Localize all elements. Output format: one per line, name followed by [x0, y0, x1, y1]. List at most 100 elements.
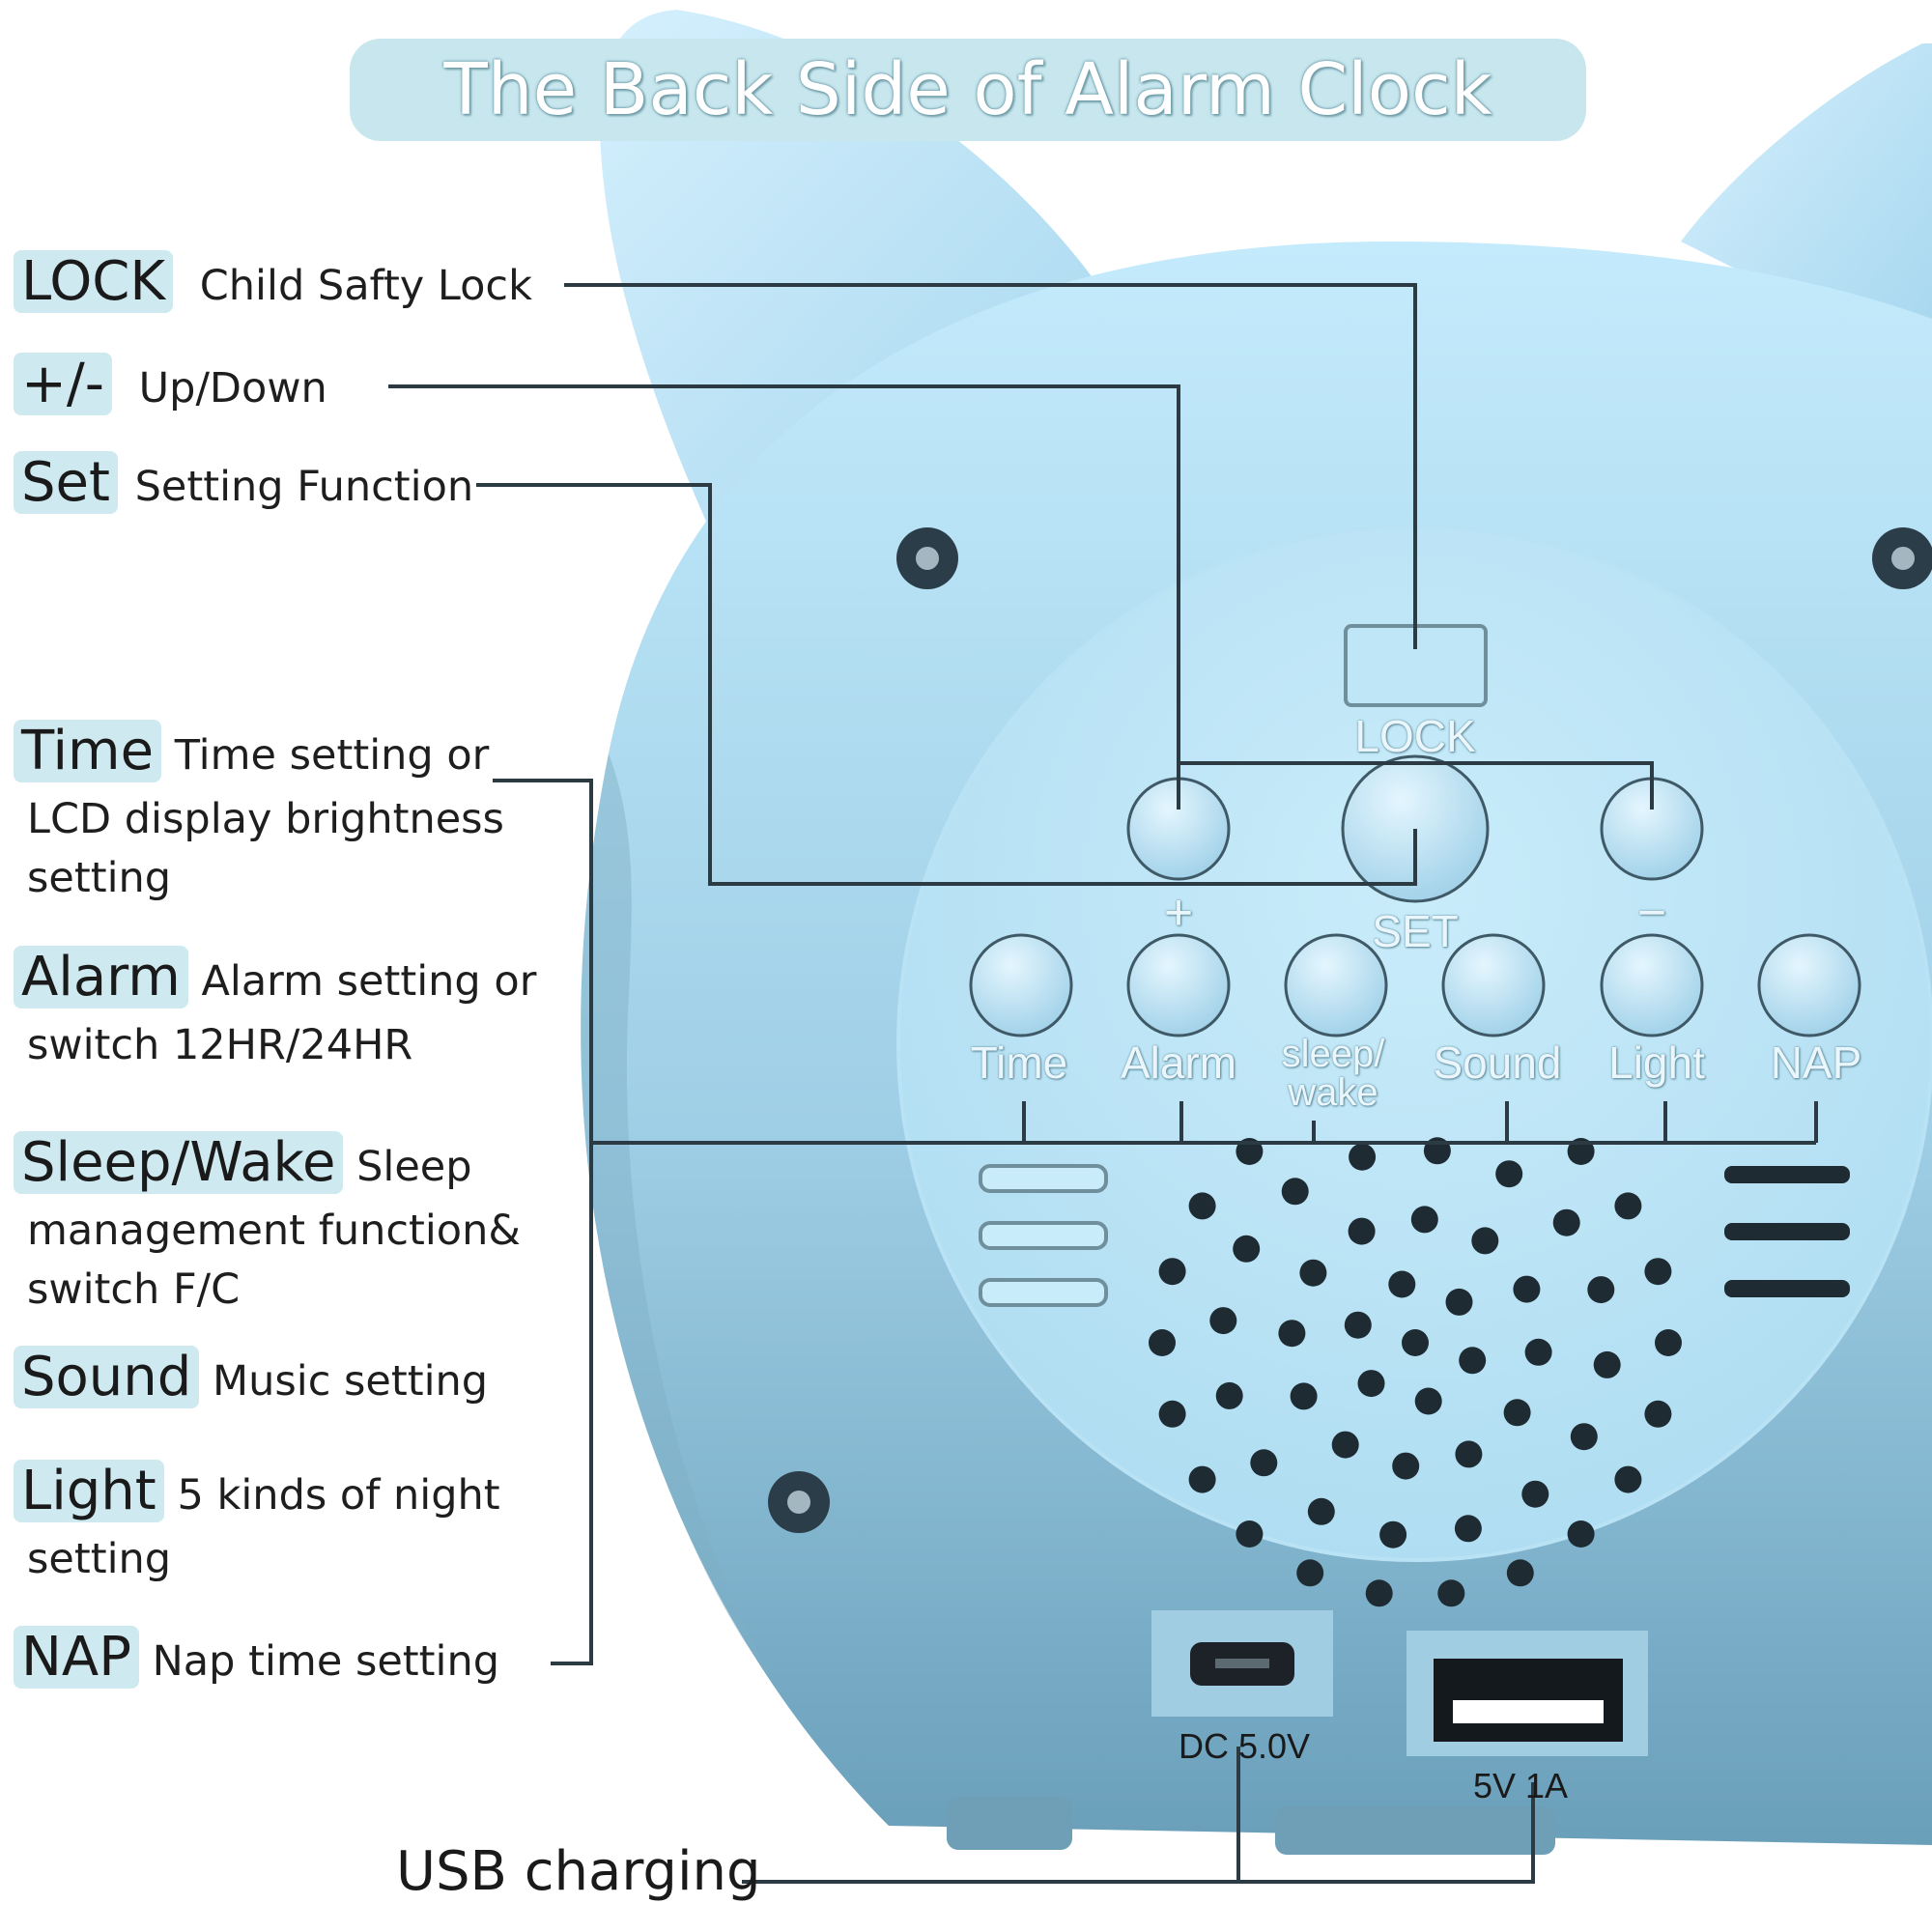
legend-key: LOCK	[14, 250, 174, 313]
button-label-alarm: Alarm	[1120, 1037, 1237, 1088]
speaker-hole	[1188, 1465, 1216, 1493]
speaker-hole	[1644, 1258, 1672, 1286]
nap-button	[1757, 933, 1861, 1037]
legend-key: NAP	[14, 1626, 139, 1689]
usb-charging-label: USB charging	[396, 1840, 761, 1903]
right-vents	[1724, 1166, 1850, 1297]
legend-desc: Time setting or	[174, 731, 490, 780]
legend-desc-line2: LCD display brightness	[27, 794, 504, 843]
speaker-hole	[1365, 1579, 1393, 1607]
left-foot	[947, 1797, 1072, 1850]
speaker-hole	[1331, 1431, 1359, 1459]
alarm-button	[1126, 933, 1231, 1037]
screw	[768, 1471, 830, 1533]
legend-plus-minus: +/- Up/Down	[14, 346, 327, 423]
button-label-light: Light	[1608, 1037, 1705, 1088]
speaker-hole	[1290, 1382, 1318, 1410]
left-vents	[979, 1164, 1108, 1307]
speaker-hole	[1281, 1178, 1309, 1206]
legend-desc-line2: setting	[27, 1534, 172, 1583]
legend-sound: Sound Music setting	[14, 1339, 488, 1416]
legend-nap: NAP Nap time setting	[14, 1619, 499, 1696]
center-foot	[1275, 1806, 1555, 1855]
legend-key: Set	[14, 451, 118, 514]
button-label-nap: NAP	[1770, 1037, 1862, 1088]
speaker-hole	[1455, 1440, 1483, 1468]
legend-desc: Nap time setting	[152, 1637, 500, 1686]
speaker-hole	[1471, 1227, 1499, 1255]
button-label-time: Time	[970, 1037, 1068, 1088]
legend-lock: LOCK Child Safty Lock	[14, 243, 532, 321]
sound-button	[1441, 933, 1546, 1037]
speaker-hole	[1445, 1288, 1473, 1316]
speaker-hole	[1296, 1559, 1324, 1587]
plus-label: +	[1163, 885, 1194, 941]
legend-desc: 5 kinds of night	[177, 1471, 500, 1520]
lock-label: LOCK	[1354, 711, 1476, 761]
legend-desc: Sleep	[356, 1143, 472, 1191]
speaker-hole	[1524, 1338, 1552, 1366]
button-label-sleep: sleep/	[1281, 1033, 1385, 1075]
speaker-hole	[1570, 1423, 1598, 1451]
speaker-hole	[1236, 1520, 1264, 1548]
legend-desc: Music setting	[213, 1357, 489, 1406]
speaker-grill	[1149, 1137, 1682, 1607]
page-title: The Back Side of Alarm Clock	[443, 48, 1492, 131]
set-label: SET	[1372, 906, 1459, 956]
legend-light: Light 5 kinds of night setting	[14, 1453, 500, 1589]
speaker-hole	[1392, 1452, 1420, 1480]
speaker-hole	[1459, 1347, 1487, 1375]
speaker-hole	[1379, 1520, 1407, 1548]
speaker-hole	[1250, 1449, 1278, 1477]
speaker-hole	[1149, 1329, 1176, 1356]
speaker-hole	[1552, 1208, 1580, 1236]
speaker-hole	[1158, 1258, 1186, 1286]
legend-sleep-wake: Sleep/Wake Sleep management function& sw…	[14, 1124, 521, 1320]
speaker-hole	[1503, 1399, 1531, 1427]
legend-key: +/-	[14, 353, 112, 415]
legend-desc-line2: management function&	[27, 1206, 521, 1255]
dc-port-label: DC 5.0V	[1179, 1726, 1311, 1766]
usb-port-label: 5V 1A	[1473, 1766, 1569, 1805]
speaker-hole	[1655, 1329, 1682, 1356]
speaker-hole	[1437, 1579, 1465, 1607]
speaker-hole	[1348, 1217, 1376, 1245]
legend-desc-line3: switch F/C	[27, 1264, 241, 1314]
legend-desc: Child Safty Lock	[199, 262, 532, 310]
legend-desc: Alarm setting or	[201, 957, 537, 1006]
legend-desc-line3: setting	[27, 853, 172, 902]
legend-key: Light	[14, 1460, 164, 1522]
speaker-hole	[1278, 1320, 1306, 1348]
right-ear	[1681, 43, 1932, 367]
speaker-hole	[1454, 1515, 1482, 1543]
leader-lines	[388, 283, 1818, 1884]
speaker-hole	[1614, 1192, 1642, 1220]
speaker-hole	[1388, 1270, 1416, 1298]
speaker-hole	[1414, 1387, 1442, 1415]
speaker-hole	[1209, 1307, 1237, 1335]
speaker-hole	[1349, 1143, 1377, 1171]
speaker-hole	[1158, 1400, 1186, 1428]
speaker-hole	[1587, 1276, 1615, 1304]
legend-key: Sound	[14, 1346, 200, 1408]
speaker-hole	[1357, 1370, 1385, 1398]
button-label-sound: Sound	[1433, 1037, 1562, 1088]
speaker-hole	[1614, 1465, 1642, 1493]
speaker-hole	[1567, 1520, 1595, 1548]
legend-desc-line2: switch 12HR/24HR	[27, 1020, 413, 1069]
legend-time: Time Time setting or LCD display brightn…	[14, 713, 504, 908]
speaker-hole	[1299, 1259, 1327, 1287]
screw	[1872, 527, 1932, 589]
screw	[896, 527, 958, 589]
speaker-hole	[1233, 1235, 1261, 1263]
legend-key: Alarm	[14, 946, 188, 1009]
function-buttons	[969, 933, 1861, 1037]
legend-key: Sleep/Wake	[14, 1131, 344, 1194]
speaker-hole	[1521, 1480, 1549, 1508]
light-button	[1600, 933, 1704, 1037]
speaker-hole	[1513, 1275, 1541, 1303]
speaker-hole	[1344, 1311, 1372, 1339]
legend-key: Time	[14, 720, 162, 782]
